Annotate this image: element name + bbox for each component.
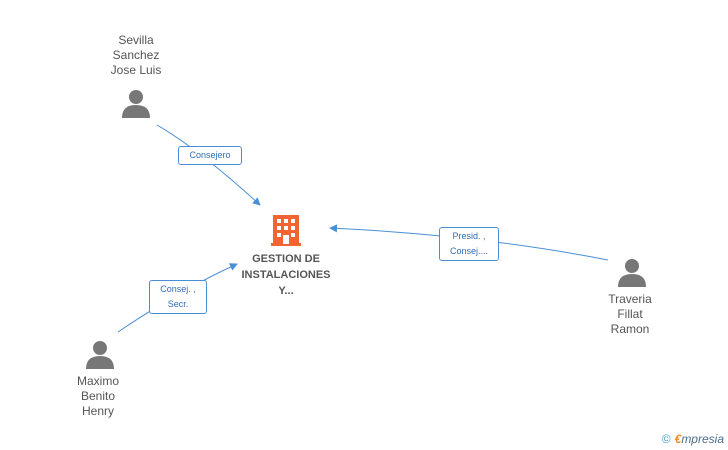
person-name-line: Benito [80,389,116,403]
person-node-sevilla[interactable]: Sevilla Sanchez Jose Luis [76,33,196,78]
edge-label-presid-consej[interactable]: Presid. , Consej.... [439,227,499,261]
company-name-line: Y... [278,285,294,297]
company-name: GESTION DE INSTALACIONES Y... [228,251,344,299]
person-name-line: Sanchez [112,48,160,62]
edge-label-consej-secr[interactable]: Consej. , Secr. [149,280,207,314]
edge-label-line: Consejero [189,150,231,160]
person-name-line: Maximo [76,374,119,388]
edge-sevilla-to-company [156,124,261,206]
person-icon [618,259,646,287]
person-name-line: Jose Luis [110,63,162,77]
brand-initial: € [674,432,682,446]
company-name-line: INSTALACIONES [241,269,331,281]
edge-label-line: Consej.... [449,246,489,256]
edge-label-line: Presid. , [452,231,486,241]
person-name-line: Henry [81,404,114,418]
brand-name: mpresia [681,432,724,446]
company-node[interactable]: GESTION DE INSTALACIONES Y... [228,213,344,299]
edge-label-consejero[interactable]: Consejero [178,146,242,165]
building-icon [271,215,301,246]
person-node-maximo[interactable]: Maximo Benito Henry [38,374,158,419]
edge-label-line: Secr. [167,299,189,309]
empresia-watermark: ©€mpresia [662,432,724,446]
person-name-line: Sevilla [118,33,154,47]
person-name: Traveria Fillat Ramon [570,292,690,337]
person-name-line: Fillat [617,307,643,321]
person-name: Sevilla Sanchez Jose Luis [76,33,196,78]
person-icon [86,341,114,369]
person-icon [122,90,150,118]
person-node-traveria[interactable]: Traveria Fillat Ramon [570,292,690,337]
person-name-line: Traveria [608,292,652,306]
person-name-line: Ramon [610,322,650,336]
edge-label-line: Consej. , [160,284,196,294]
person-name: Maximo Benito Henry [38,374,158,419]
company-name-line: GESTION DE [252,253,320,265]
copyright-symbol: © [661,432,671,446]
